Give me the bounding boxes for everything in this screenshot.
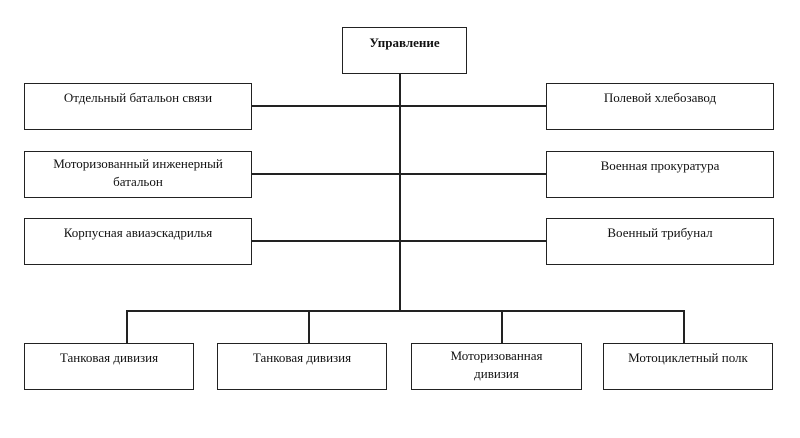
bus-line bbox=[126, 310, 684, 312]
node-label: Моторизованный инженерный батальон bbox=[53, 156, 223, 189]
drop-line-3 bbox=[501, 310, 503, 344]
node-label: Корпусная авиаэскадрилья bbox=[63, 225, 213, 240]
node-root: Управление bbox=[342, 27, 467, 74]
connector-right-3 bbox=[399, 240, 547, 242]
node-bottom-3: Моторизованная дивизия bbox=[411, 343, 582, 390]
node-left-2: Моторизованный инженерный батальон bbox=[24, 151, 252, 198]
node-bottom-4: Мотоциклетный полк bbox=[603, 343, 773, 390]
connector-right-2 bbox=[399, 173, 547, 175]
node-label: Военная прокуратура bbox=[600, 158, 720, 173]
node-bottom-2: Танковая дивизия bbox=[217, 343, 387, 390]
node-left-1: Отдельный батальон связи bbox=[24, 83, 252, 130]
connector-left-2 bbox=[251, 173, 400, 175]
node-right-3: Военный трибунал bbox=[546, 218, 774, 265]
connector-left-3 bbox=[251, 240, 400, 242]
node-label: Танковая дивизия bbox=[59, 350, 159, 365]
drop-line-4 bbox=[683, 310, 685, 344]
node-label: Моторизованная дивизия bbox=[450, 348, 543, 381]
node-right-2: Военная прокуратура bbox=[546, 151, 774, 198]
node-left-3: Корпусная авиаэскадрилья bbox=[24, 218, 252, 265]
node-label: Военный трибунал bbox=[607, 225, 713, 240]
node-label: Полевой хлебозавод bbox=[603, 90, 717, 105]
node-label: Танковая дивизия bbox=[252, 350, 352, 365]
node-label: Отдельный батальон связи bbox=[63, 90, 213, 105]
node-label: Мотоциклетный полк bbox=[628, 350, 748, 365]
node-right-1: Полевой хлебозавод bbox=[546, 83, 774, 130]
trunk-line bbox=[399, 73, 401, 311]
connector-right-1 bbox=[399, 105, 547, 107]
connector-left-1 bbox=[251, 105, 400, 107]
node-bottom-1: Танковая дивизия bbox=[24, 343, 194, 390]
drop-line-1 bbox=[126, 310, 128, 344]
node-label: Управление bbox=[369, 35, 440, 50]
drop-line-2 bbox=[308, 310, 310, 344]
